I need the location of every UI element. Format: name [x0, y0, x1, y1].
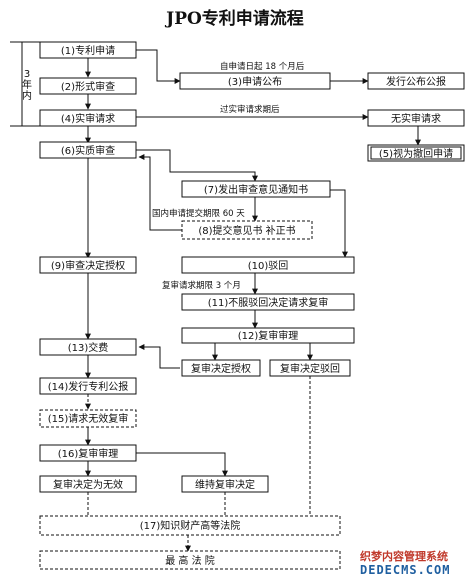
box-12-grant: 复审决定授权 — [181, 359, 261, 377]
box-3-result-label: 发行公布公报 — [386, 75, 446, 88]
box-7: (7)发出审查意见通知书 — [181, 180, 331, 198]
box-15: (15)请求无效复审 — [39, 409, 137, 428]
box-8-label: (8)提交意见书 补正书 — [198, 224, 295, 237]
box-6: (6)实质审查 — [39, 141, 137, 159]
connectors — [85, 49, 421, 552]
box-16-label: (16)复审审理 — [58, 447, 119, 460]
box-18-label: 最 高 法 院 — [165, 554, 215, 567]
box-17-label: (17)知识财产高等法院 — [140, 519, 241, 532]
note-after-exam-period: 过实审请求期后 — [220, 104, 280, 115]
box-7-label: (7)发出审查意见通知书 — [204, 183, 308, 196]
box-10-label: (10)驳回 — [248, 260, 289, 272]
note-3-months: 复审请求期限 3 个月 — [162, 280, 241, 291]
box-9-label: (9)审查决定授权 — [51, 259, 125, 272]
box-4-label: (4)实审请求 — [61, 112, 115, 125]
box-3-result: 发行公布公报 — [367, 72, 465, 90]
box-5: (5)视为撤回申请 — [367, 144, 465, 162]
box-17: (17)知识财产高等法院 — [39, 515, 341, 536]
box-12-grant-label: 复审决定授权 — [191, 362, 251, 375]
box-11: (11)不服驳回决定请求复审 — [181, 293, 355, 311]
box-16-maintain-label: 维持复审决定 — [195, 478, 255, 491]
watermark-en: DEDECMS.COM — [360, 563, 451, 577]
box-3: (3)申请公布 — [179, 72, 331, 90]
box-8: (8)提交意见书 补正书 — [181, 220, 313, 240]
watermark-cn: 织梦内容管理系统 — [360, 550, 448, 563]
three-year-bracket: 3 年 内 — [10, 41, 40, 127]
box-13: (13)交费 — [39, 338, 137, 356]
box-12: (12)复审审理 — [181, 327, 355, 344]
box-6-label: (6)实质审查 — [61, 144, 115, 157]
box-2: (2)形式审查 — [39, 77, 137, 95]
box-4-result-label: 无实审请求 — [391, 112, 441, 125]
box-3-label: (3)申请公布 — [228, 75, 282, 88]
box-12-reject: 复审决定驳回 — [269, 359, 351, 377]
side-label-line2: 年 — [22, 78, 32, 91]
box-18: 最 高 法 院 — [39, 550, 341, 570]
box-5-label: (5)视为撤回申请 — [379, 147, 453, 160]
box-4-result: 无实审请求 — [367, 109, 465, 127]
box-1-label: (1)专利申请 — [61, 44, 115, 57]
page-title: JPO专利申请流程 — [166, 9, 304, 29]
box-12-label: (12)复审审理 — [238, 329, 299, 342]
box-16-maintain: 维持复审决定 — [181, 475, 269, 493]
box-12-reject-label: 复审决定驳回 — [280, 362, 340, 375]
box-16: (16)复审审理 — [39, 444, 137, 462]
box-14-label: (14)发行专利公报 — [48, 380, 129, 393]
box-4: (4)实审请求 — [39, 109, 137, 127]
box-16-invalid-label: 复审决定为无效 — [53, 478, 123, 491]
box-14: (14)发行专利公报 — [39, 377, 137, 395]
box-11-label: (11)不服驳回决定请求复审 — [208, 296, 329, 309]
box-16-invalid: 复审决定为无效 — [39, 475, 137, 493]
box-2-label: (2)形式审查 — [61, 80, 115, 93]
note-18-months: 自申请日起 18 个月后 — [220, 61, 305, 72]
side-label-line3: 内 — [22, 89, 32, 102]
note-60-days: 国内申请提交期限 60 天 — [152, 208, 245, 219]
box-1: (1)专利申请 — [39, 41, 137, 59]
side-label-line1: 3 — [24, 69, 30, 80]
box-9: (9)审查决定授权 — [39, 256, 137, 274]
box-13-label: (13)交费 — [68, 341, 109, 354]
box-10: (10)驳回 — [181, 256, 355, 274]
box-15-label: (15)请求无效复审 — [48, 412, 129, 425]
